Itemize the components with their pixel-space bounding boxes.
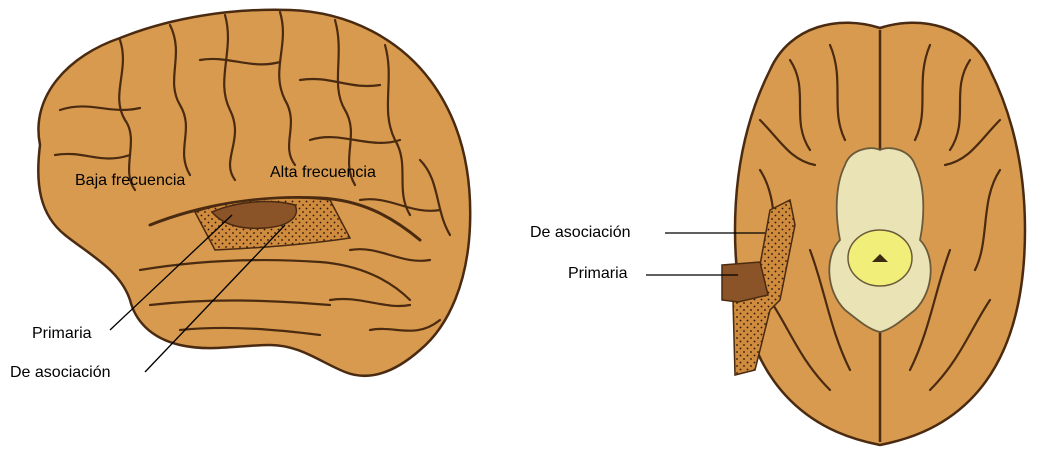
label-inferior-association: De asociación bbox=[530, 225, 631, 241]
label-low-frequency: Baja frecuencia bbox=[75, 173, 185, 189]
lateral-brain bbox=[38, 10, 470, 376]
label-lateral-association: De asociación bbox=[10, 365, 111, 381]
inferior-brain bbox=[646, 23, 1025, 445]
label-inferior-primary: Primaria bbox=[568, 266, 628, 282]
inferior-primary-area bbox=[722, 262, 768, 302]
label-lateral-primary: Primaria bbox=[32, 326, 92, 342]
label-high-frequency: Alta frecuencia bbox=[270, 165, 376, 181]
